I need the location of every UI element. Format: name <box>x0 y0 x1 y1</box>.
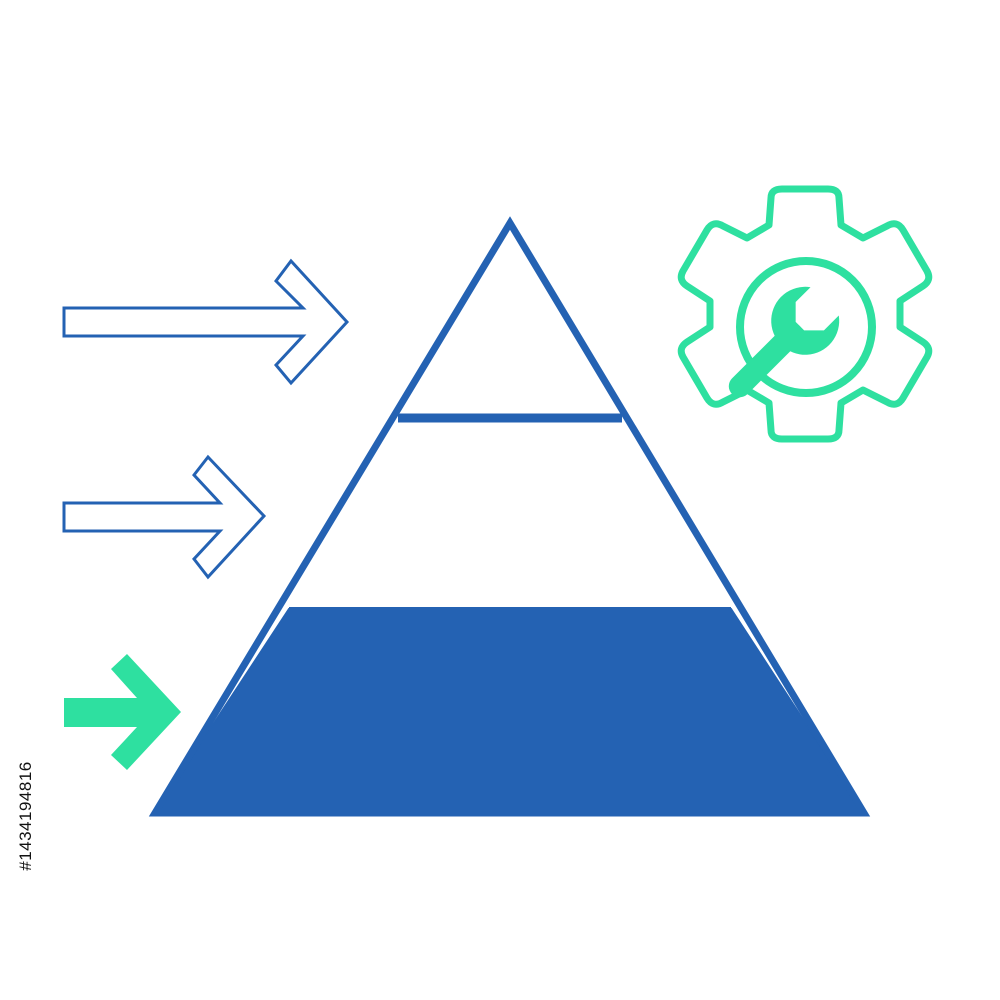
stock-id-label: #1434194816 <box>16 761 35 871</box>
gear-inner-ring <box>736 257 876 397</box>
top-arrow-icon <box>62 258 350 386</box>
gear-icon <box>677 185 933 443</box>
gear-wrench-icon <box>677 185 933 443</box>
pyramid-outline <box>148 216 871 817</box>
base-arrow-icon <box>64 654 181 770</box>
middle-arrow-icon <box>62 454 267 580</box>
wrench-icon <box>728 286 840 398</box>
